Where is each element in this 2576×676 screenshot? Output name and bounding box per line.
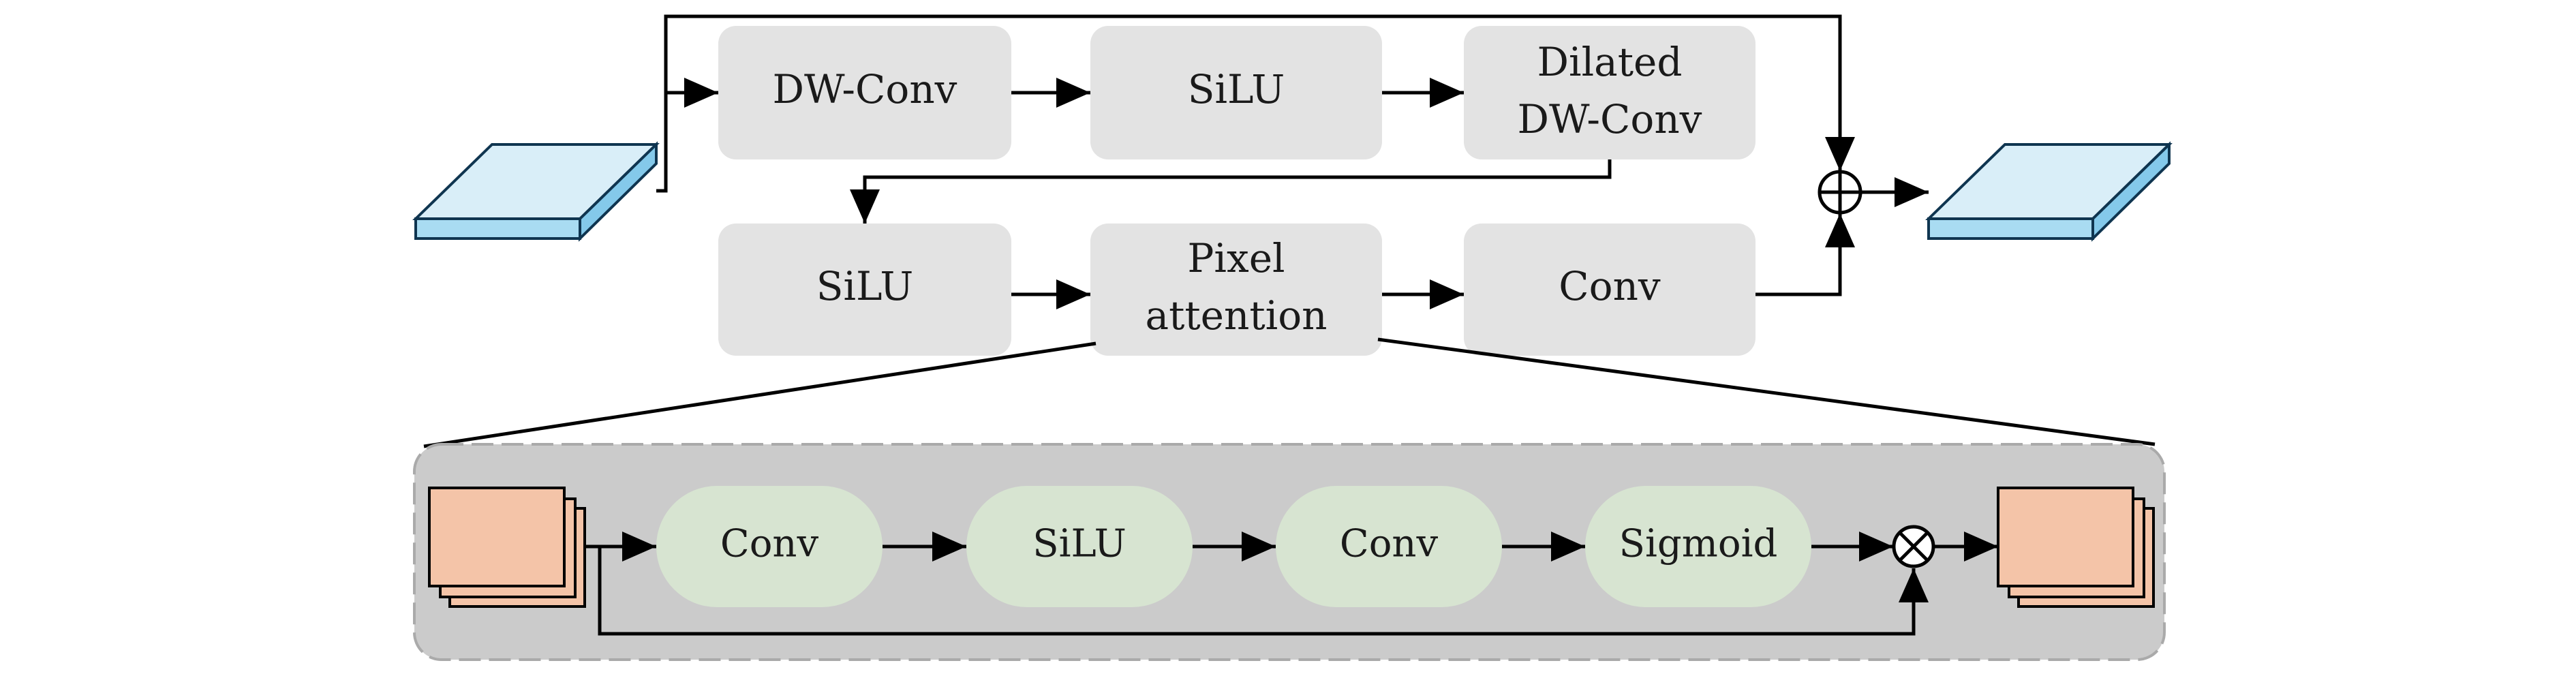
pill-conv-2: Conv [1276, 486, 1502, 607]
pill-conv-1: Conv [656, 486, 883, 607]
block-silu-1: SiLU [1090, 26, 1382, 159]
output-feature-map [1925, 141, 2173, 242]
pill-conv-1-label: Conv [720, 522, 819, 566]
detail-output-stack [1997, 487, 2155, 608]
block-pixel-attention: Pixel attention [1090, 224, 1382, 356]
zoom-lines [423, 337, 2156, 448]
detail-input-stack [428, 487, 586, 608]
block-silu-2: SiLU [718, 224, 1011, 356]
arrow-conv-to-add [1755, 213, 1855, 296]
arrow-detail-skip [598, 547, 1929, 636]
arrow-dilated-to-silu2 [850, 159, 1612, 224]
input-feature-map [412, 141, 660, 242]
block-silu-2-label: SiLU [816, 263, 914, 309]
pill-silu-label: SiLU [1032, 522, 1126, 566]
detail-connectors [585, 532, 1998, 636]
block-conv-top-label: Conv [1559, 263, 1661, 309]
pill-sigmoid: Sigmoid [1585, 486, 1811, 607]
top-connectors [656, 14, 1929, 309]
block-conv-top: Conv [1464, 224, 1755, 356]
block-pixel-attention-line2: attention [1145, 292, 1327, 339]
pill-sigmoid-label: Sigmoid [1619, 522, 1778, 566]
block-dilated-dw-conv: Dilated DW-Conv [1464, 26, 1755, 159]
block-dw-conv-label: DW-Conv [773, 66, 957, 112]
arrow-skip-connection [664, 14, 1855, 171]
block-dw-conv: DW-Conv [718, 26, 1011, 159]
pill-silu: SiLU [966, 486, 1193, 607]
add-operator-icon [1818, 170, 1862, 215]
multiply-operator-icon [1892, 525, 1935, 568]
block-silu-1-label: SiLU [1188, 66, 1285, 112]
block-pixel-attention-line1: Pixel [1187, 235, 1285, 281]
block-dilated-label-line2: DW-Conv [1518, 96, 1702, 142]
block-dilated-label-line1: Dilated [1537, 39, 1683, 85]
pill-conv-2-label: Conv [1340, 522, 1439, 566]
arrow-input-to-dwconv [656, 78, 718, 193]
